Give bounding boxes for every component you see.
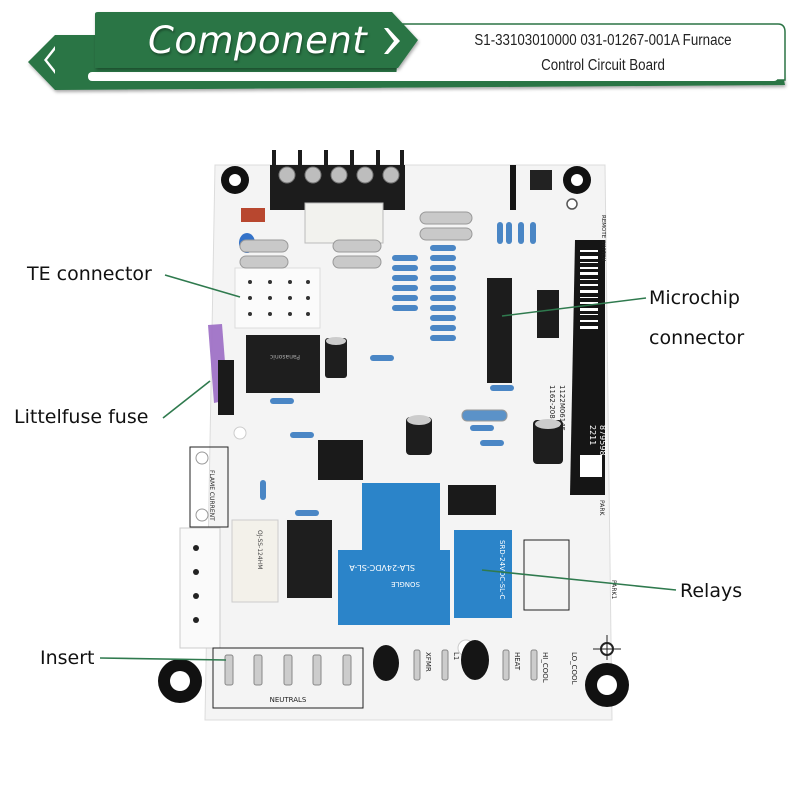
chevron-left-icon[interactable]: [44, 46, 55, 74]
relay-black: [287, 520, 332, 598]
microchip-ic-small: [537, 290, 559, 338]
serial-line2: 1162-208: [548, 385, 556, 419]
power-resistors: [239, 211, 508, 422]
callout-line-microchip: [501, 297, 647, 317]
callout-relays: Relays: [680, 580, 743, 602]
heatsink-pad: [318, 440, 363, 480]
chevron-right-icon[interactable]: [384, 28, 400, 54]
callout-line-relays: [481, 569, 677, 591]
callout-line-insert: [99, 657, 227, 661]
crosshair-hole-top: [566, 198, 578, 210]
callout-littelfuse-fuse: Littelfuse fuse: [14, 406, 149, 428]
flame-current-test-points: FLAME CURRENT: [189, 446, 229, 528]
terminal-label-lo-cool: LO_COOL: [570, 652, 578, 685]
mounting-hole-top-left: [221, 166, 249, 194]
blower-delay-jumper: [510, 165, 516, 210]
relay-small-model: SRD-24VDC-SL-C: [498, 540, 506, 599]
plain-hole: [233, 426, 247, 440]
banner-subtitle-panel: [394, 23, 786, 81]
capacitor-electrolytic: [325, 337, 347, 378]
neutrals-label: NEUTRALS: [270, 696, 307, 704]
resistor-array: [260, 222, 536, 516]
terminal-label-heat: HEAT: [513, 652, 521, 671]
banner-title-tab: [95, 12, 418, 68]
callout-insert: Insert: [40, 647, 95, 669]
crosshair-hole: [593, 635, 621, 660]
park-label: PARK: [598, 500, 605, 517]
te-connector: [234, 267, 321, 329]
terminal-label-hi-cool: HI_COOL: [541, 652, 549, 683]
flame-current-label: FLAME CURRENT: [208, 470, 215, 521]
relay-te-model: OJ-SS-124HM: [256, 530, 263, 569]
banner-subtitle: S1-33103010000 031-01267-001A Furnace Co…: [453, 28, 754, 78]
relay-panasonic: Panasonic: [246, 335, 320, 393]
qr-code: [580, 455, 602, 477]
microchip-ic: [487, 278, 512, 383]
date-code: 2211: [588, 425, 597, 445]
error-button: [530, 170, 552, 190]
banner-graphic: [28, 12, 786, 90]
terminal-label-l1: L1: [452, 652, 460, 660]
banner-inner-bar: [88, 72, 778, 81]
callout-microchip: Microchip: [649, 287, 740, 309]
white-header-connector: [304, 202, 384, 244]
relay-large-model: SLA-24VDC-SL-A: [349, 563, 415, 572]
relay-te-white: OJ-SS-124HM: [231, 519, 279, 603]
barcode-stripe: [570, 240, 605, 495]
mounting-hole-bottom-left: [158, 659, 202, 703]
terminal-label-xfmr: XFMR: [424, 652, 432, 672]
callout-connector: connector: [649, 327, 745, 349]
banner-subtitle-line2: Control Circuit Board: [541, 57, 665, 74]
callout-line-te-connector: [164, 274, 241, 298]
callout-lines: [99, 274, 677, 661]
banner-subtitle-line1: S1-33103010000 031-01267-001A Furnace: [474, 32, 732, 49]
relay-panasonic-label: Panasonic: [270, 353, 300, 360]
part-number: 879598: [598, 425, 607, 456]
header-banner: Component S1-33103010000 031-01267-001A …: [0, 0, 800, 100]
serial-line1: 1122M06145: [558, 385, 566, 431]
screw-terminal-block: [270, 150, 405, 210]
mounting-hole-bottom-right: [585, 663, 629, 707]
callout-te-connector: TE connector: [27, 263, 152, 285]
relay-songle-large: SLA-24VDC-SL-A SONGLE: [338, 483, 450, 625]
callout-line-littelfuse-fuse: [162, 380, 211, 419]
relay-songle-small: SRD-24VDC-SL-C: [454, 530, 512, 618]
heatsink-pad: [448, 485, 496, 515]
capacitor-film-red: [241, 208, 265, 222]
side-power-connector: [179, 527, 221, 649]
park1-label: PARK1: [610, 580, 617, 599]
neutrals-terminal-box: NEUTRALS: [212, 647, 364, 709]
bottom-terminals: XFMR L1 HEAT HI_COOL LO_COOL: [373, 640, 578, 685]
capacitor-electrolytic: [406, 415, 432, 455]
relay-large-brand: SONGLE: [391, 580, 420, 588]
banner-title: Component: [148, 19, 368, 62]
capacitor-electrolytic: [533, 419, 563, 464]
mounting-hole-top-right: [563, 166, 591, 194]
littelfuse-fuse: [208, 324, 234, 415]
remote-switch-label: REMOTE SWITCH: [600, 215, 606, 262]
